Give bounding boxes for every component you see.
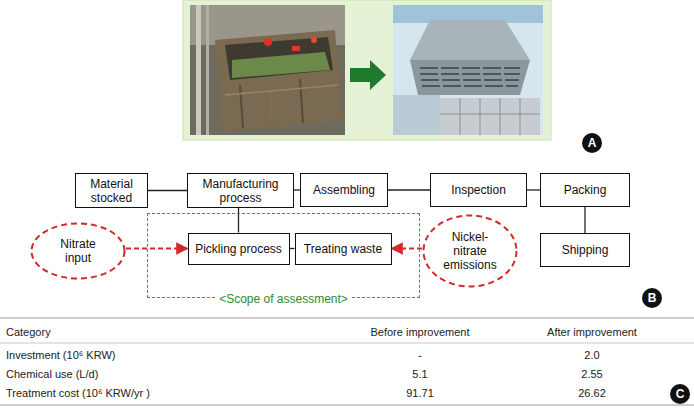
process-box: Material stocked (75, 173, 148, 208)
improvement-arrow (350, 60, 386, 90)
old-tank-photo (190, 5, 345, 135)
table-cell-text: Investment (10⁶ KRW) (6, 349, 115, 361)
connector (238, 208, 239, 233)
process-box: Treating waste (295, 233, 392, 265)
new-equipment-photo (393, 5, 543, 135)
table-cell-text: Chemical use (L/d) (6, 368, 98, 380)
table-cell: Category (6, 325, 51, 339)
table-cell-text: Category (6, 326, 51, 338)
circle-badge (670, 384, 690, 404)
process-box: Shipping (540, 233, 630, 267)
panel-letter: B (642, 288, 662, 308)
table-rule (0, 405, 694, 406)
connector (148, 190, 187, 191)
table-cell-text: Treatment cost (10⁶ KRW/yr ) (6, 387, 150, 399)
node-text: Inspection (451, 183, 506, 197)
callout-ellipse: Nitrate input (30, 222, 126, 280)
node-text: A (588, 136, 597, 150)
table-cell: Treatment cost (10⁶ KRW/yr ) (6, 386, 150, 400)
node-text: B (648, 291, 657, 305)
panel-letter: A (582, 133, 602, 153)
node-text: <Scope of assessment> (216, 292, 351, 306)
table-cell-text: 91.71 (406, 387, 434, 399)
node-text: Nitrate input (48, 237, 108, 265)
table-rule (0, 343, 694, 344)
table-cell: 2.55 (581, 367, 602, 381)
node-text: Pickling process (195, 242, 282, 256)
table-cell: 5.1 (412, 367, 427, 381)
table-rule (0, 318, 694, 319)
process-box: Assembling (300, 173, 388, 207)
table-cell-text: 2.55 (581, 368, 602, 380)
table-cell: Chemical use (L/d) (6, 367, 98, 381)
process-box: Packing (540, 173, 630, 207)
table-cell: After improvement (547, 325, 637, 339)
table-cell: Before improvement (370, 325, 469, 339)
scope-region: <Scope of assessment>Pickling processTre… (147, 213, 420, 298)
node-text: Manufacturing process (192, 177, 289, 205)
circle-badge (582, 133, 602, 153)
node-text: Assembling (313, 183, 375, 197)
table-cell-text: 26.62 (578, 387, 606, 399)
node-text: Treating waste (304, 242, 382, 256)
table-cell-text: 2.0 (584, 349, 599, 361)
connector (584, 207, 585, 233)
table-cell: 2.0 (584, 348, 599, 362)
table-cell: Investment (10⁶ KRW) (6, 348, 115, 362)
process-box: Manufacturing process (187, 173, 294, 208)
process-box: Inspection (430, 173, 527, 207)
node-text: C (676, 387, 685, 401)
process-box: Pickling process (188, 233, 290, 265)
connector (388, 189, 430, 190)
table-cell-text: Before improvement (370, 326, 469, 338)
photo-panel (183, 0, 551, 140)
connector (126, 248, 188, 250)
table-cell-text: - (418, 349, 422, 361)
table-cell: 91.71 (406, 386, 434, 400)
connector (392, 248, 423, 250)
table-cell: - (418, 348, 422, 362)
ellipse-outline (424, 216, 517, 287)
callout-ellipse: Nickel-nitrate emissions (422, 214, 518, 288)
node-text: Shipping (562, 243, 609, 257)
node-text: Material stocked (80, 177, 143, 205)
table-cell: 26.62 (578, 386, 606, 400)
table-cell-text: After improvement (547, 326, 637, 338)
connector (527, 189, 540, 190)
node-text: Packing (564, 183, 607, 197)
circle-badge (642, 288, 662, 308)
node-text: Nickel-nitrate emissions (440, 230, 500, 272)
panel-letter: C (670, 384, 690, 404)
table-cell-text: 5.1 (412, 368, 427, 380)
ellipse-outline (32, 224, 125, 279)
